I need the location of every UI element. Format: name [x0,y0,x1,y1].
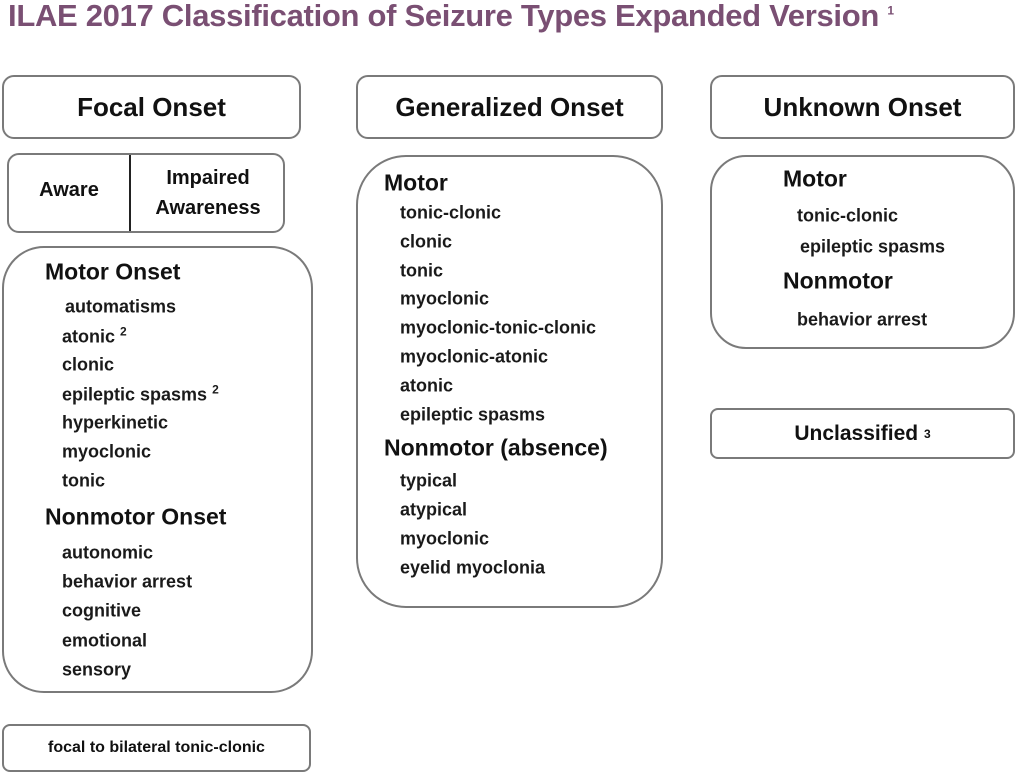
generalized-nonmotor-item: typical [400,470,458,491]
unknown-nonmotor-item: behavior arrest [797,309,928,330]
generalized-nonmotor-heading: Nonmotor (absence) [384,434,608,461]
generalized-nonmotor-item: myoclonic [400,528,490,549]
focal-nonmotor-item: autonomic [62,542,154,563]
focal-motor-item: clonic [62,354,115,375]
focal-nonmotor-item: emotional [62,630,148,651]
generalized-motor-heading: Motor [384,169,448,196]
unknown-motor-heading: Motor [783,165,847,192]
focal-motor-item: myoclonic [62,441,152,462]
divider [129,155,131,231]
generalized-onset-header: Generalized Onset [356,75,663,139]
aware-label: Aware [39,179,99,201]
generalized-motor-item: atonic [400,375,454,396]
focal-nonmotor-item: cognitive [62,600,142,621]
focal-motor-item: tonic [62,470,105,491]
generalized-types-box [356,155,663,608]
focal-motor-heading: Motor Onset [45,258,181,285]
unknown-motor-item: epileptic spasms [800,236,946,257]
focal-motor-item: epileptic spasms 2 [62,382,219,405]
generalized-motor-item: clonic [400,231,453,252]
focal-motor-item: atonic 2 [62,324,127,347]
focal-onset-header: Focal Onset [2,75,301,139]
unknown-types-box [710,155,1015,349]
focal-nonmotor-item: sensory [62,659,132,680]
unknown-onset-header: Unknown Onset [710,75,1015,139]
focal-to-bilateral-box: focal to bilateral tonic-clonic [2,724,311,772]
generalized-nonmotor-item: eyelid myoclonia [400,557,546,578]
unknown-nonmotor-heading: Nonmotor [783,267,893,294]
diagram-title: ILAE 2017 Classification of Seizure Type… [8,0,894,33]
generalized-motor-item: epileptic spasms [400,404,546,425]
focal-nonmotor-item: behavior arrest [62,571,193,592]
generalized-motor-item: myoclonic-atonic [400,346,549,367]
focal-types-box [2,246,313,693]
focal-motor-item: hyperkinetic [62,412,169,433]
generalized-motor-item: tonic [400,260,443,281]
generalized-motor-item: tonic-clonic [400,202,502,223]
unknown-motor-item: tonic-clonic [797,205,899,226]
unclassified-box: Unclassified 3 [710,408,1015,459]
generalized-motor-item: myoclonic [400,288,490,309]
focal-motor-item: automatisms [65,296,177,317]
generalized-motor-item: myoclonic-tonic-clonic [400,317,597,338]
focal-nonmotor-heading: Nonmotor Onset [45,503,227,530]
generalized-nonmotor-item: atypical [400,499,468,520]
